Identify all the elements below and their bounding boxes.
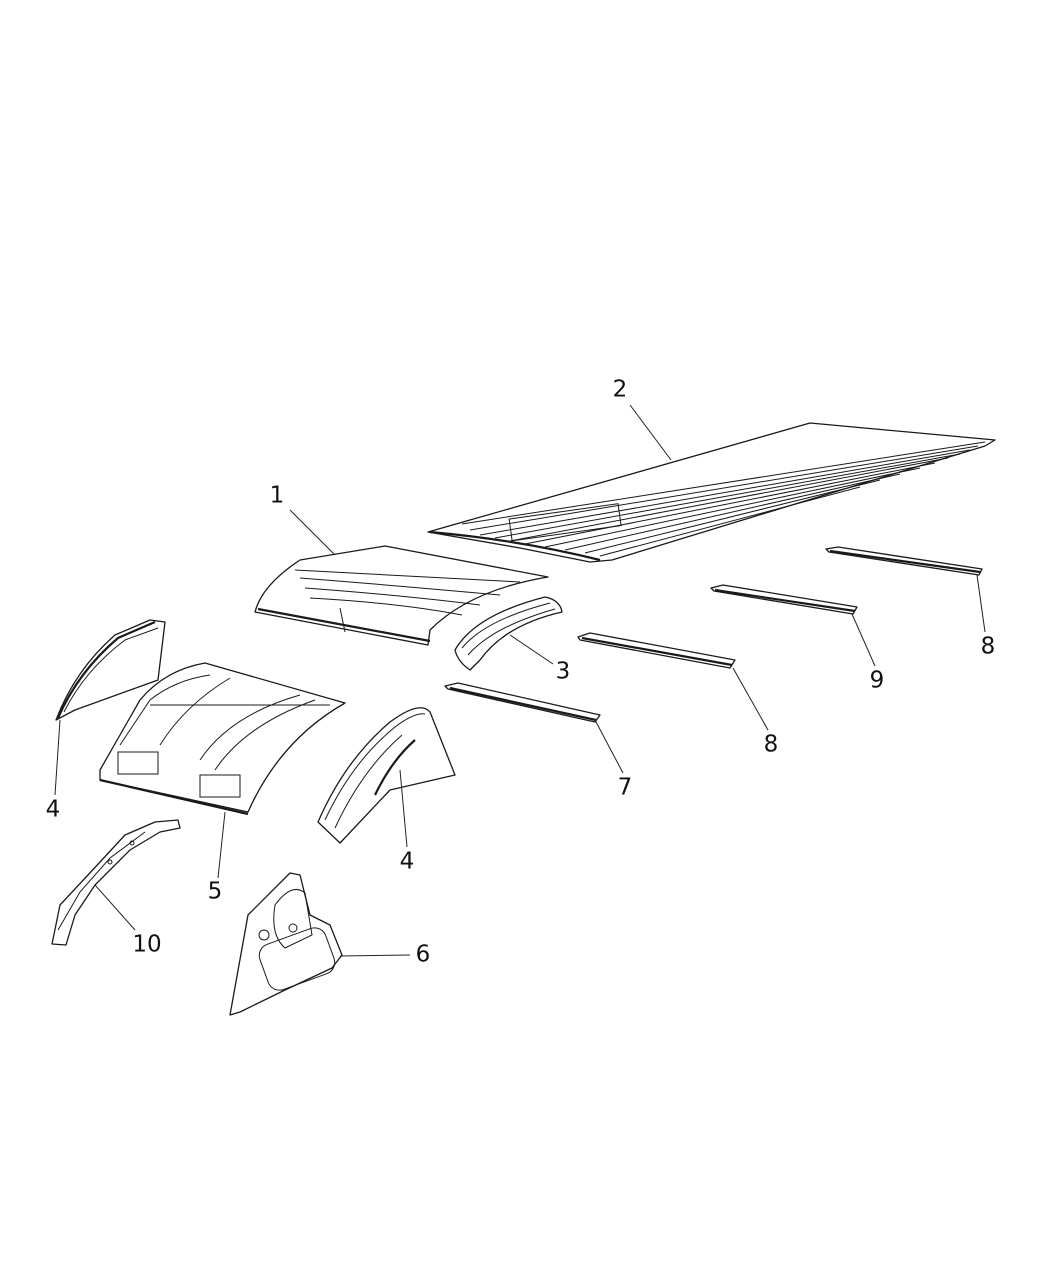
part-4-left-rail-corner[interactable] — [55, 619, 166, 721]
part-8-bow-b[interactable] — [825, 546, 983, 576]
callout-6: 6 — [415, 941, 431, 968]
leader-lines — [54, 404, 986, 957]
callout-1: 1 — [269, 482, 285, 509]
callout-2: 2 — [612, 376, 628, 403]
callout-9: 9 — [869, 667, 885, 694]
part-6-quarter-inner[interactable] — [229, 872, 343, 1016]
part-10-pillar-reinforcement[interactable] — [51, 819, 181, 946]
callout-4-left: 4 — [45, 796, 61, 823]
part-9-bow-mid[interactable] — [710, 584, 858, 615]
part-7-front-bow[interactable] — [444, 682, 601, 723]
part-4-right-rail-corner[interactable] — [317, 707, 456, 844]
callout-7: 7 — [617, 774, 633, 801]
part-3-roof-bow-curved[interactable] — [454, 596, 563, 671]
callout-8-middle: 8 — [763, 731, 779, 758]
part-5-front-roof-cap[interactable] — [99, 662, 346, 816]
callout-8-right: 8 — [980, 633, 996, 660]
part-1-front-roof-panel[interactable] — [254, 545, 549, 646]
callout-4-right: 4 — [399, 848, 415, 875]
callout-3: 3 — [555, 658, 571, 685]
part-8-bow-a[interactable] — [577, 632, 736, 669]
callout-10: 10 — [132, 931, 162, 958]
callout-5: 5 — [207, 878, 223, 905]
part-2-rear-roof-panel[interactable] — [427, 422, 996, 563]
